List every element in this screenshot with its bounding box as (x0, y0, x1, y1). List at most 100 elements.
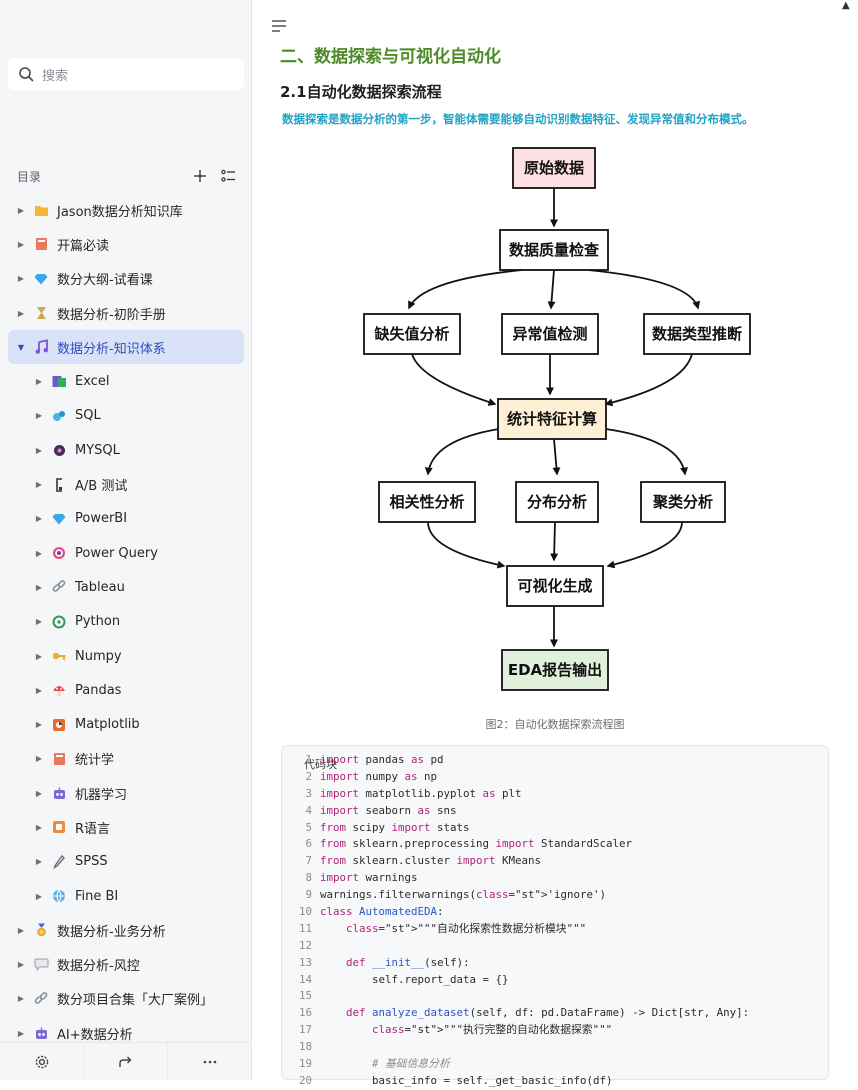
caret-right-icon[interactable]: ▶ (35, 480, 43, 490)
edge-n4-n5a (424, 428, 500, 476)
section-heading: 二、数据探索与可视化自动化 (280, 47, 501, 67)
caret-right-icon[interactable]: ▶ (35, 514, 43, 524)
caret-right-icon[interactable]: ▶ (35, 857, 43, 867)
caret-right-icon[interactable]: ▶ (35, 891, 43, 901)
caret-right-icon[interactable]: ▶ (17, 274, 25, 284)
add-icon[interactable] (189, 165, 211, 187)
sidebar-item-6[interactable]: ▶SQL (8, 399, 244, 433)
scroll-up-icon[interactable]: ▲ (842, 0, 850, 11)
sidebar-item-1[interactable]: ▶开篇必读 (8, 227, 244, 261)
caret-right-icon[interactable]: ▶ (17, 205, 25, 215)
sidebar-item-label: Pandas (75, 682, 122, 698)
search-box[interactable]: 搜索 (8, 58, 244, 90)
caret-right-icon[interactable]: ▶ (35, 788, 43, 798)
code-text: basic_info = self._get_basic_info(df) (320, 1073, 613, 1087)
sidebar-toolbar (0, 1042, 252, 1081)
sidebar-item-18[interactable]: ▶R语言 (8, 810, 244, 844)
caret-right-icon[interactable]: ▶ (35, 377, 43, 387)
sidebar-item-15[interactable]: ▶ Matplotlib (8, 707, 244, 741)
sidebar-item-2[interactable]: ▶数分大纲-试看课 (8, 262, 244, 296)
search-icon (19, 67, 34, 82)
excel-icon (51, 374, 67, 390)
caret-right-icon[interactable]: ▶ (35, 685, 43, 695)
caret-right-icon[interactable]: ▶ (35, 822, 43, 832)
node-stats-label: 统计特征计算 (507, 410, 597, 428)
list-settings-icon[interactable] (217, 165, 239, 187)
gear-icon (35, 1055, 48, 1068)
sidebar-item-10[interactable]: ▶Power Query (8, 536, 244, 570)
sidebar-item-19[interactable]: ▶SPSS (8, 845, 244, 879)
sidebar-item-label: Matplotlib (75, 717, 140, 733)
code-text: from scipy import stats (320, 820, 470, 834)
code-line: 18 (282, 1039, 830, 1056)
more-button[interactable] (168, 1043, 252, 1081)
document-main: ▲ 二、数据探索与可视化自动化 2.1自动化数据探索流程 数据探索是数据分析的第… (252, 0, 858, 1087)
node-quality-check-label: 数据质量检查 (509, 241, 600, 259)
sidebar-item-12[interactable]: ▶Python (8, 605, 244, 639)
edge-n3c-n4 (604, 353, 693, 407)
gem-icon (33, 271, 49, 287)
code-line: 11 class="st">"""自动化探索性数据分析模块""" (282, 921, 830, 938)
sidebar-item-8[interactable]: ▶A/B 测试 (8, 467, 244, 501)
caret-right-icon[interactable]: ▶ (35, 651, 43, 661)
code-line: 20 basic_info = self._get_basic_info(df) (282, 1073, 830, 1090)
caret-right-icon[interactable]: ▶ (35, 445, 43, 455)
sql-icon (51, 408, 67, 424)
share-button[interactable] (84, 1042, 168, 1081)
sidebar-item-3[interactable]: ▶数据分析-初阶手册 (8, 296, 244, 330)
sidebar-item-7[interactable]: ▶MYSQL (8, 433, 244, 467)
sidebar-item-22[interactable]: ▶数据分析-风控 (8, 948, 244, 982)
caret-right-icon[interactable]: ▶ (35, 754, 43, 764)
sidebar-item-9[interactable]: ▶PowerBI (8, 502, 244, 536)
sidebar-item-5[interactable]: ▶Excel (8, 364, 244, 398)
sidebar-item-label: Numpy (75, 648, 122, 664)
caret-right-icon[interactable]: ▶ (17, 239, 25, 249)
code-text: warnings.filterwarnings(class="st">'igno… (320, 888, 607, 902)
menu-icon[interactable] (270, 18, 288, 34)
lead-paragraph: 数据探索是数据分析的第一步，智能体需要能够自动识别数据特征、发现异常值和分布模式… (282, 112, 754, 126)
node-type-infer-label: 数据类型推断 (652, 325, 742, 343)
sidebar-item-label: 统计学 (75, 753, 115, 769)
caret-right-icon[interactable]: ▶ (35, 617, 43, 627)
edge-n2-n3a (408, 269, 523, 310)
sidebar-item-23[interactable]: ▶数分项目合集「大厂案例」 (8, 982, 244, 1016)
robot-icon (51, 785, 67, 801)
line-number: 12 (298, 938, 312, 952)
sidebar-item-14[interactable]: ▶ Pandas (8, 673, 244, 707)
code-line: 15 (282, 988, 830, 1005)
toc-tree: ▶Jason数据分析知识库▶开篇必读▶数分大纲-试看课▶数据分析-初阶手册▼数据… (8, 193, 244, 1050)
sidebar-item-16[interactable]: ▶ 统计学 (8, 742, 244, 776)
code-text: from sklearn.preprocessing import Standa… (320, 837, 633, 851)
sidebar-item-4[interactable]: ▼数据分析-知识体系 (8, 330, 244, 365)
code-text: import warnings (320, 871, 418, 885)
caret-right-icon[interactable]: ▶ (17, 994, 25, 1004)
caret-down-icon[interactable]: ▼ (17, 342, 25, 352)
caret-right-icon[interactable]: ▶ (35, 720, 43, 730)
sidebar-item-24[interactable]: ▶AI+数据分析 (8, 1016, 244, 1050)
caret-right-icon[interactable]: ▶ (35, 411, 43, 421)
caret-right-icon[interactable]: ▶ (17, 308, 25, 318)
sidebar-item-13[interactable]: ▶ Numpy (8, 639, 244, 673)
caret-right-icon[interactable]: ▶ (17, 925, 25, 935)
edge-n5c-n6 (606, 521, 683, 569)
line-number: 2 (305, 769, 312, 783)
sidebar-item-21[interactable]: ▶数据分析-业务分析 (8, 913, 244, 947)
settings-button[interactable] (0, 1042, 84, 1081)
sidebar-item-0[interactable]: ▶Jason数据分析知识库 (8, 193, 244, 227)
caret-right-icon[interactable]: ▶ (35, 548, 43, 558)
caret-right-icon[interactable]: ▶ (35, 582, 43, 592)
caret-right-icon[interactable]: ▶ (17, 1028, 25, 1038)
line-number: 8 (305, 871, 312, 885)
sidebar-item-20[interactable]: ▶Fine BI (8, 879, 244, 913)
sidebar-item-17[interactable]: ▶机器学习 (8, 776, 244, 810)
caret-right-icon[interactable]: ▶ (17, 960, 25, 970)
sidebar-item-11[interactable]: ▶Tableau (8, 570, 244, 604)
code-block-label: 代码块 (304, 758, 337, 771)
node-visualize (506, 565, 604, 607)
